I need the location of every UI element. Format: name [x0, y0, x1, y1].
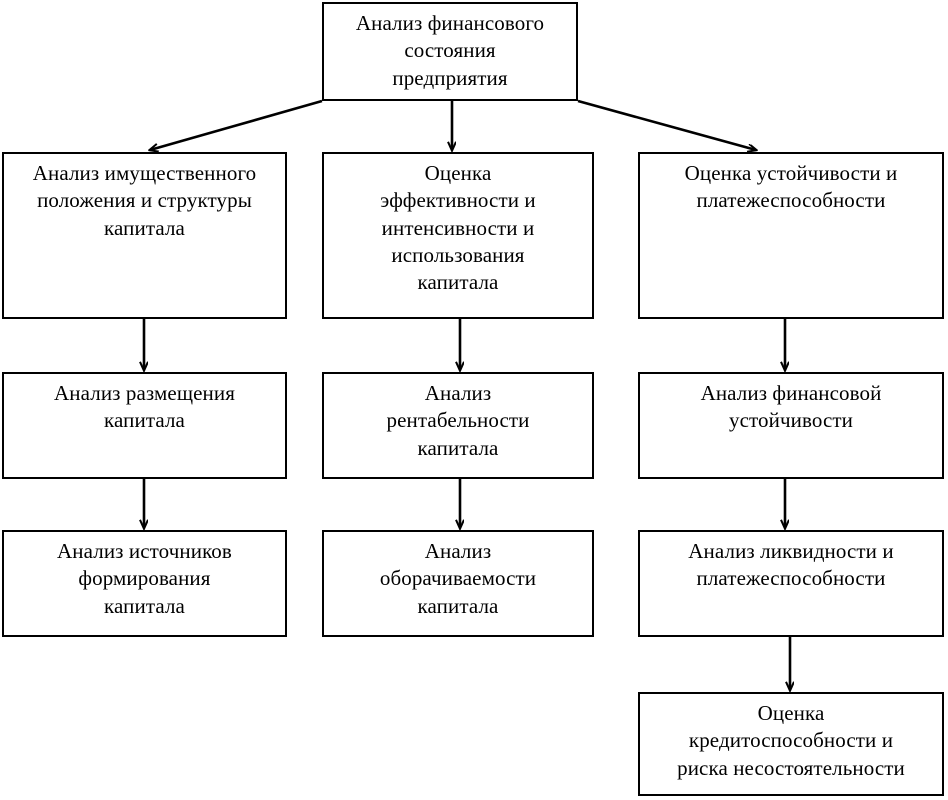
- node-root[interactable]: Анализ финансового состояния предприятия: [322, 2, 578, 101]
- node-financial-stability-label: Анализ финансовой устойчивости: [700, 381, 882, 433]
- node-capital-placement[interactable]: Анализ размещения капитала: [2, 372, 287, 479]
- node-branch-efficiency-label: Оценка эффективности и интенсивности и и…: [380, 161, 536, 295]
- node-capital-turnover-label: Анализ оборачиваемости капитала: [379, 539, 537, 618]
- node-financial-stability[interactable]: Анализ финансовой устойчивости: [638, 372, 944, 479]
- node-capital-turnover[interactable]: Анализ оборачиваемости капитала: [322, 530, 594, 637]
- node-branch-stability[interactable]: Оценка устойчивости и платежеспособности: [638, 152, 944, 319]
- edge-root-to-stability: [577, 99, 756, 150]
- node-branch-stability-label: Оценка устойчивости и платежеспособности: [684, 161, 898, 213]
- node-branch-property-label: Анализ имущественного положения и структ…: [32, 161, 257, 240]
- node-capital-profitability-label: Анализ рентабельности капитала: [386, 381, 530, 460]
- node-root-label: Анализ финансового состояния предприятия: [355, 11, 545, 90]
- node-branch-efficiency[interactable]: Оценка эффективности и интенсивности и и…: [322, 152, 594, 319]
- node-capital-sources[interactable]: Анализ источников формирования капитала: [2, 530, 287, 637]
- edge-root-to-property: [150, 99, 323, 150]
- node-branch-property[interactable]: Анализ имущественного положения и структ…: [2, 152, 287, 319]
- node-creditworthiness[interactable]: Оценка кредитоспособности и риска несост…: [638, 692, 944, 796]
- node-capital-sources-label: Анализ источников формирования капитала: [57, 539, 232, 618]
- node-capital-profitability[interactable]: Анализ рентабельности капитала: [322, 372, 594, 479]
- node-liquidity-solvency[interactable]: Анализ ликвидности и платежеспособности: [638, 530, 944, 637]
- node-creditworthiness-label: Оценка кредитоспособности и риска несост…: [677, 701, 905, 780]
- node-capital-placement-label: Анализ размещения капитала: [54, 381, 235, 433]
- node-liquidity-solvency-label: Анализ ликвидности и платежеспособности: [688, 539, 894, 591]
